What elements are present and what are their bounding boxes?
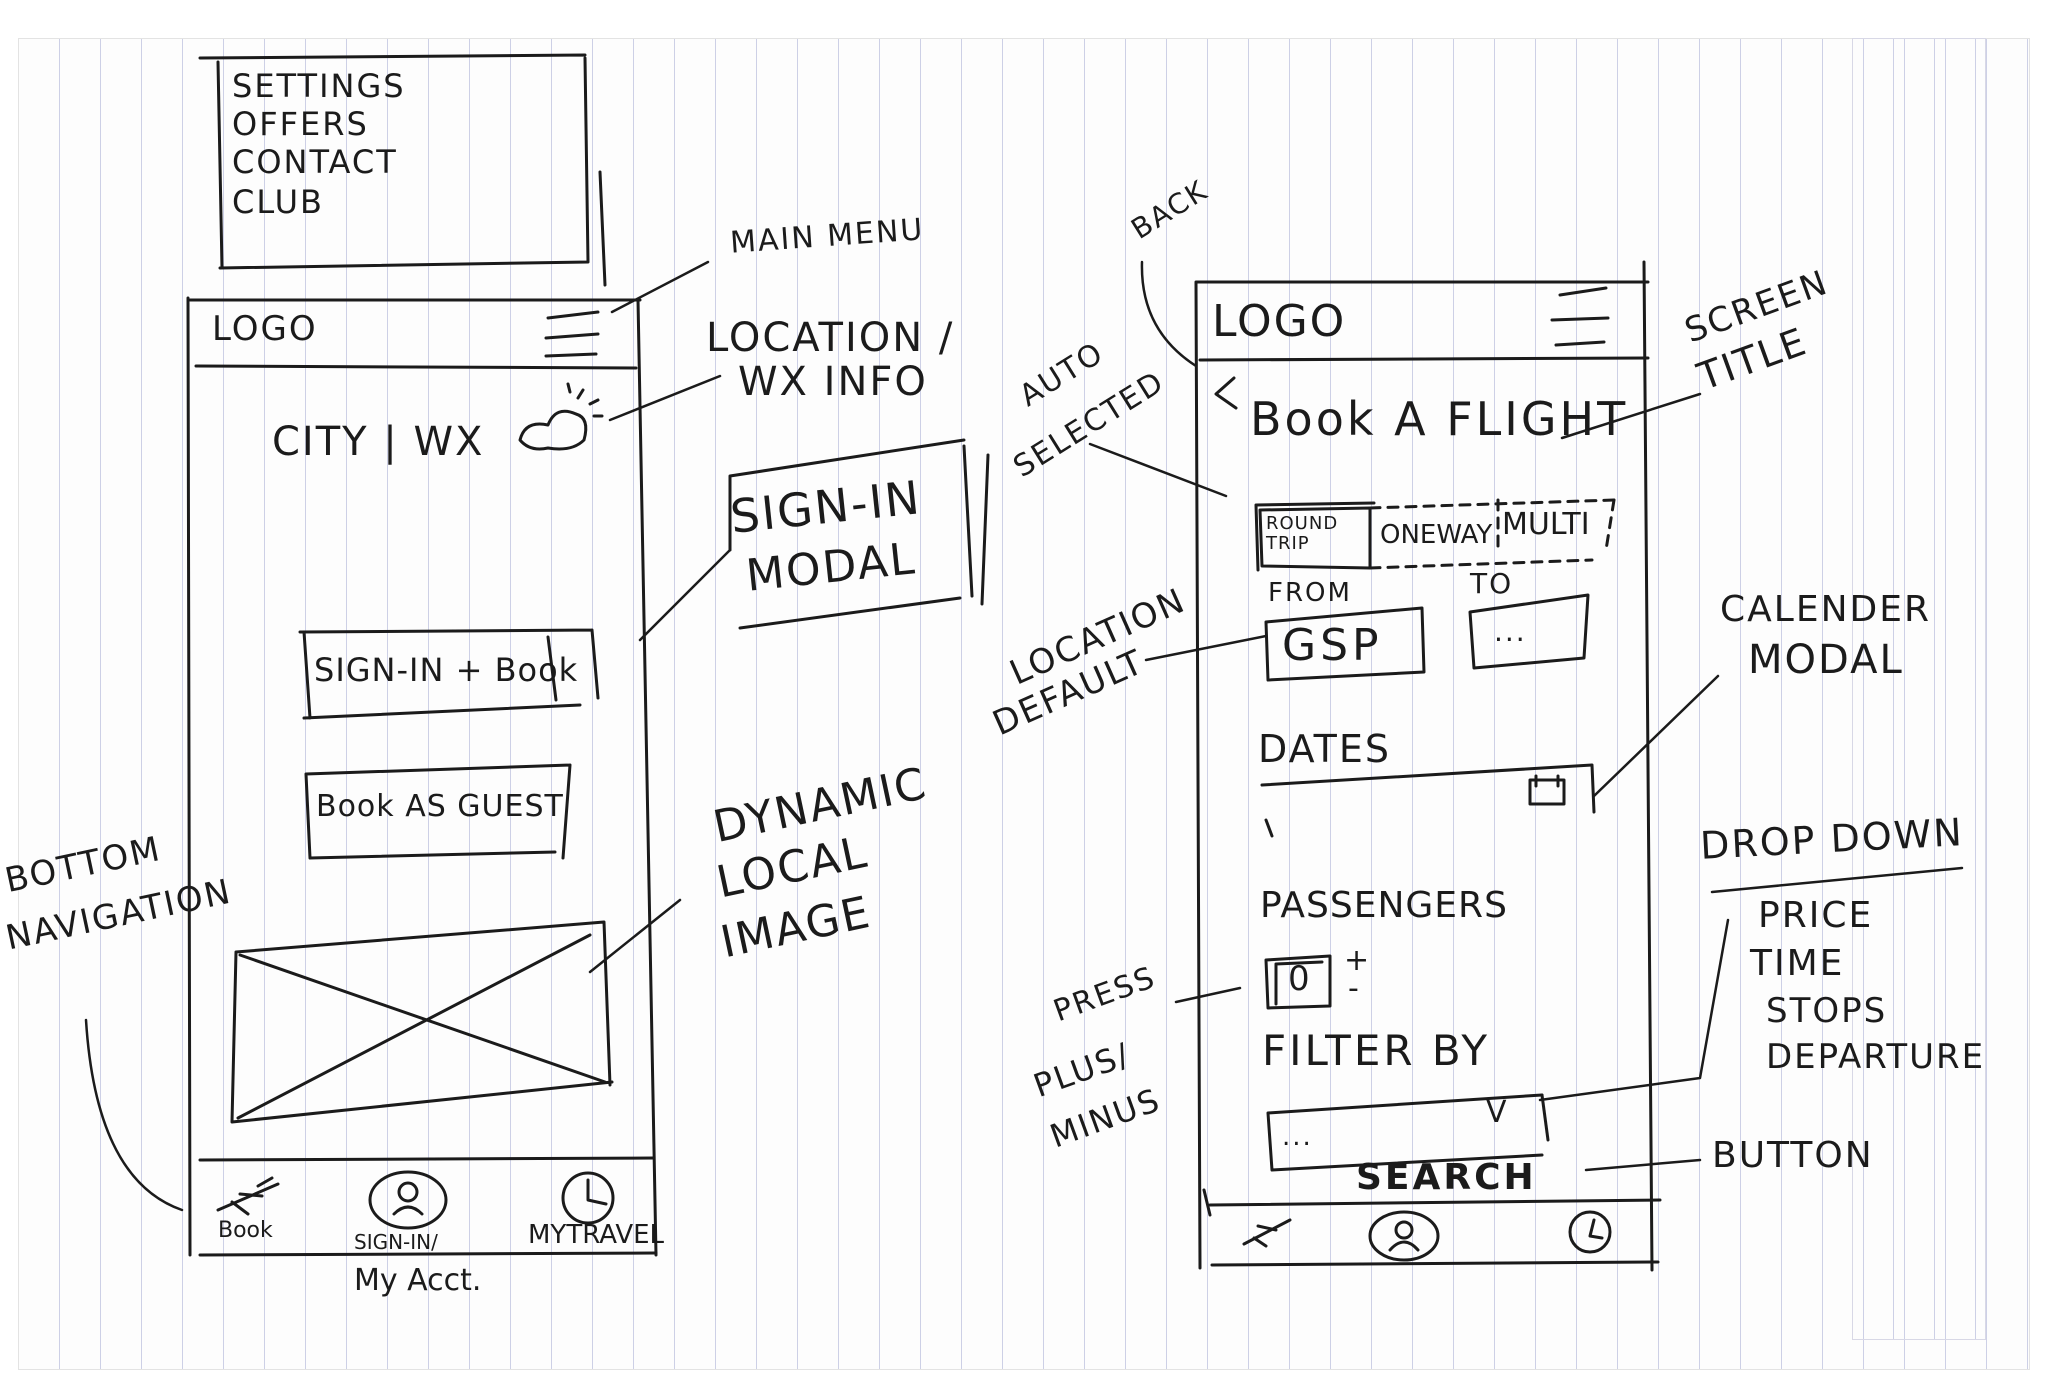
leader-lines: [84, 260, 1964, 1212]
filter-label: FILTER BY: [1262, 1026, 1491, 1075]
user-icon: [368, 1170, 448, 1230]
annotation-location-1: LOCATION /: [706, 315, 955, 361]
annotation-calendar-2: MODAL: [1748, 637, 1904, 683]
dates-input[interactable]: [1270, 780, 1590, 830]
hamburger-icon: [1550, 286, 1610, 347]
clock-icon: [561, 1171, 615, 1225]
drop-down-option-price: PRICE: [1758, 895, 1874, 936]
passenger-minus-button[interactable]: -: [1348, 971, 1361, 1006]
passenger-count: 0: [1288, 959, 1312, 999]
to-label: TO: [1470, 567, 1514, 600]
drop-down-option-departure: DEPARTURE: [1766, 1037, 1986, 1077]
from-box-frame: [1264, 606, 1426, 682]
to-input[interactable]: ...: [1494, 615, 1527, 648]
book-as-guest-button-frame: [304, 763, 572, 860]
from-input[interactable]: GSP: [1282, 620, 1383, 671]
annotation-location-2: WX INFO: [738, 359, 928, 405]
filter-dropdown[interactable]: ...: [1282, 1122, 1313, 1152]
drop-down-option-stops: STOPS: [1766, 991, 1888, 1031]
tab-multi[interactable]: MULTI: [1502, 507, 1590, 542]
screen-title: Book A FLIGHT: [1250, 392, 1629, 446]
notebook-paper: [18, 38, 2030, 1370]
tab-one-way[interactable]: ONEWAY: [1380, 520, 1493, 550]
calendar-icon: [1528, 774, 1566, 806]
trip-tabs-frame: [1254, 498, 1616, 572]
passenger-stepper-frame: [1264, 954, 1332, 1010]
sign-in-book-button-frame: [298, 628, 600, 720]
sign-in-modal-sketch: [728, 438, 990, 630]
plane-icon: [1242, 1218, 1292, 1248]
right-logo: LOGO: [1212, 296, 1347, 347]
tab-round-trip[interactable]: ROUND TRIP: [1266, 513, 1339, 554]
menu-item-offers[interactable]: OFFERS: [232, 105, 369, 143]
image-placeholder: [230, 920, 614, 1124]
nav-book-label[interactable]: Book: [218, 1218, 273, 1243]
hamburger-icon: [544, 310, 600, 358]
margin-pad: [1852, 38, 1986, 1340]
dates-label: DATES: [1258, 727, 1391, 771]
annotation-button: BUTTON: [1712, 1135, 1874, 1176]
clock-icon: [1568, 1210, 1612, 1254]
nav-my-travel-label[interactable]: MYTRAVEL: [528, 1220, 665, 1250]
back-chevron-icon: [1214, 376, 1238, 410]
right-phone-frame: [1194, 260, 1662, 1272]
location-weather: CITY | WX: [272, 419, 485, 465]
passenger-plus-button[interactable]: +: [1344, 943, 1372, 978]
chevron-down-icon[interactable]: V: [1486, 1095, 1509, 1130]
annotation-calendar-1: CALENDER: [1720, 589, 1931, 630]
book-as-guest-button[interactable]: Book AS GUEST: [316, 789, 564, 824]
plane-icon: [216, 1176, 280, 1216]
drop-down-option-time: TIME: [1750, 943, 1845, 984]
main-menu-frame: [198, 53, 607, 287]
menu-item-club[interactable]: CLUB: [232, 183, 324, 221]
left-logo: LOGO: [212, 309, 318, 349]
menu-item-contact[interactable]: CONTACT: [232, 143, 398, 181]
filter-dropdown-frame: [1266, 1093, 1550, 1172]
cloud-sun-icon: [518, 382, 604, 451]
left-phone-frame: [186, 296, 658, 1257]
nav-sign-in-label[interactable]: SIGN-IN/: [354, 1230, 438, 1254]
sign-in-book-button[interactable]: SIGN-IN + Book: [314, 651, 579, 689]
to-box-frame: [1468, 593, 1590, 670]
nav-my-acct-label[interactable]: My Acct.: [354, 1263, 482, 1298]
passengers-label: PASSENGERS: [1260, 885, 1508, 926]
from-label: FROM: [1268, 578, 1352, 608]
search-button[interactable]: SEARCH: [1356, 1157, 1537, 1198]
menu-item-settings[interactable]: SETTINGS: [232, 67, 406, 105]
user-icon: [1368, 1210, 1440, 1262]
